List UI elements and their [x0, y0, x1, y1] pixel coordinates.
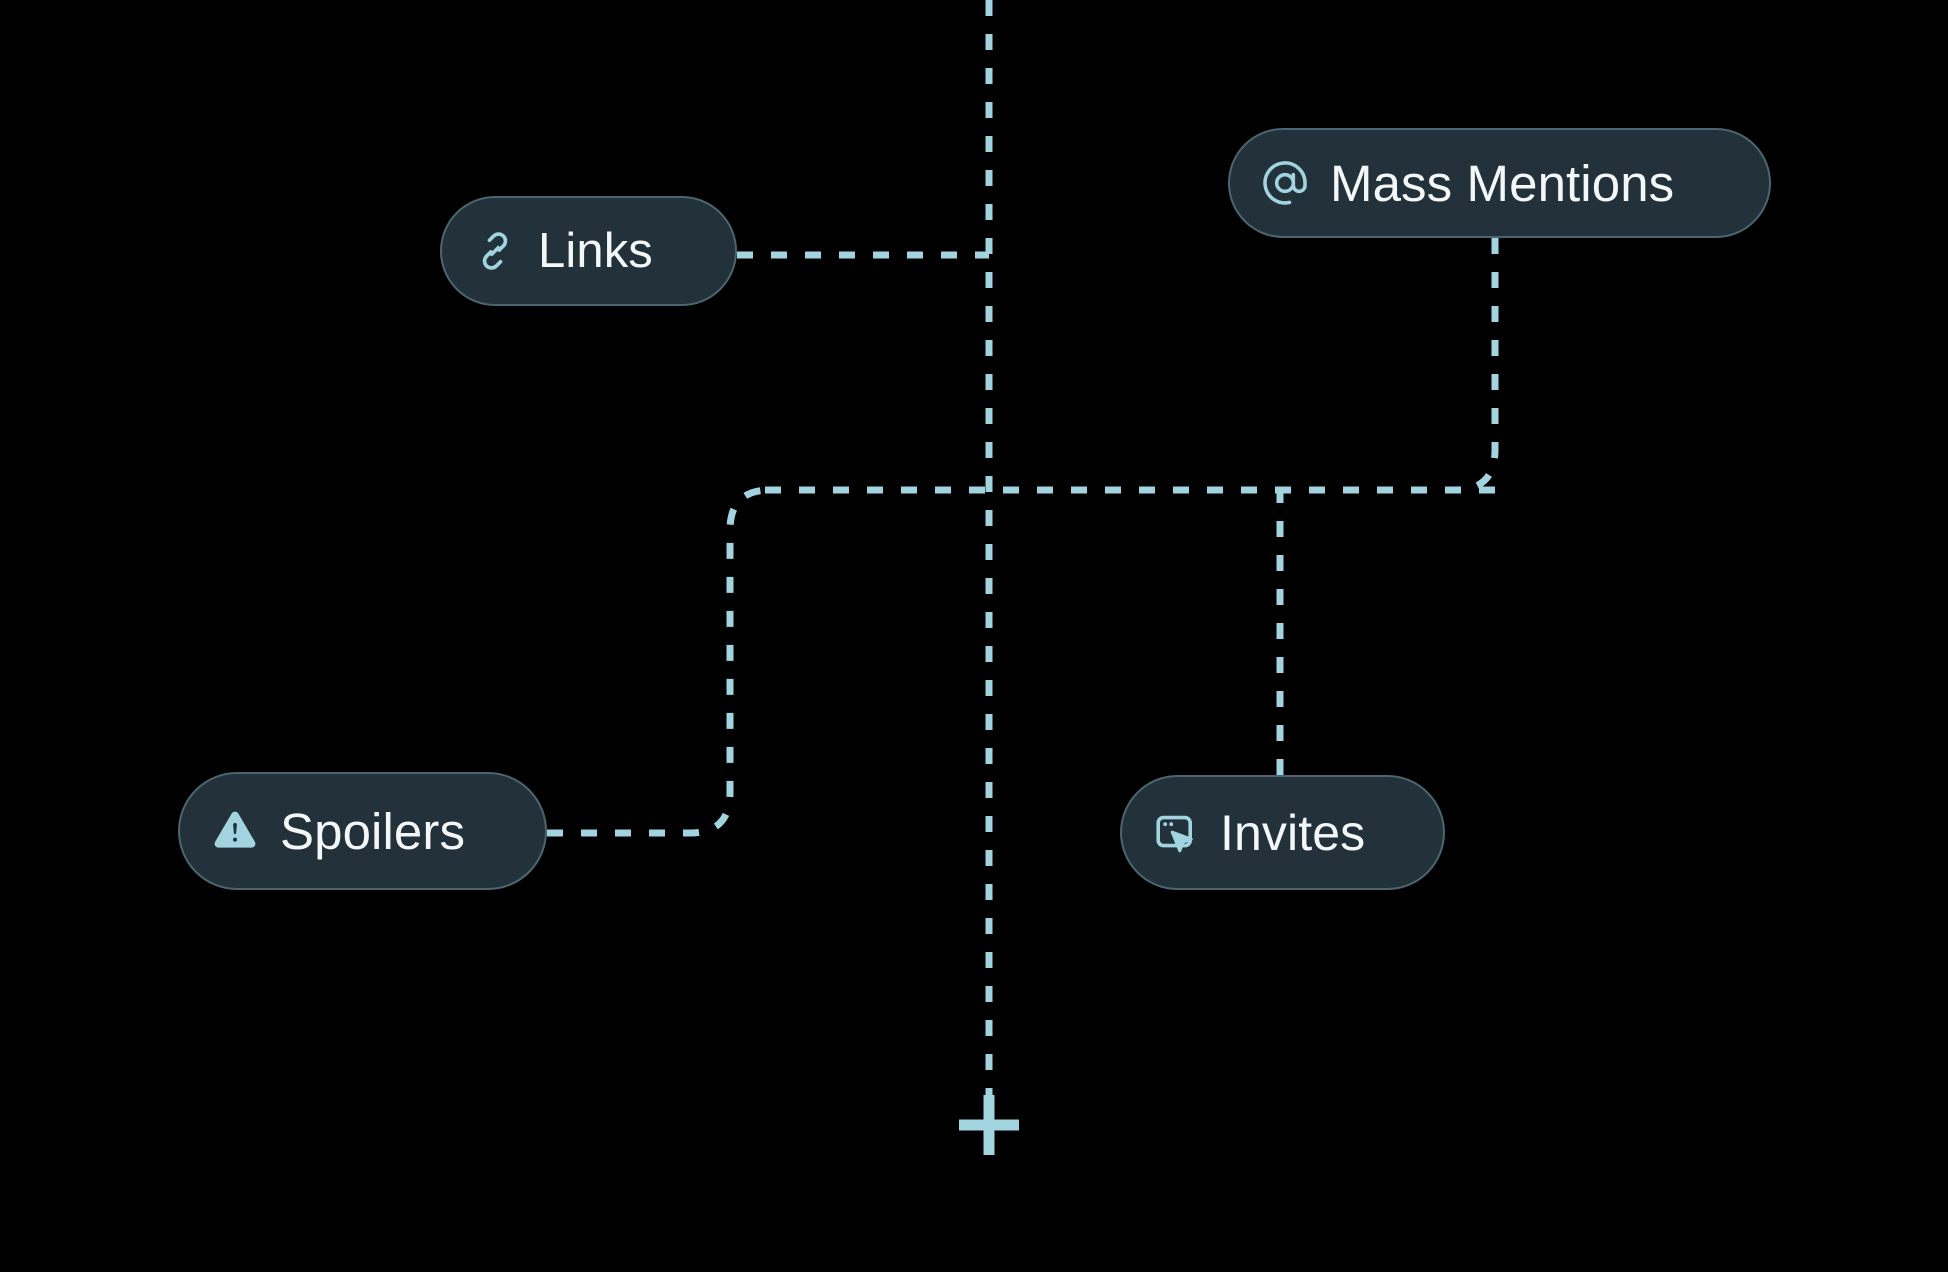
edge-spoilers	[547, 486, 771, 837]
node-label: Spoilers	[280, 802, 466, 860]
node-invites[interactable]: Invites	[1120, 775, 1445, 890]
node-mass-mentions[interactable]: Mass Mentions	[1228, 128, 1771, 238]
add-node-marker	[959, 1095, 1019, 1155]
edge-mass-mentions	[1454, 238, 1499, 494]
node-links[interactable]: Links	[440, 196, 737, 306]
link-chain-icon	[472, 228, 518, 274]
node-spoilers[interactable]: Spoilers	[178, 772, 547, 890]
window-cursor-icon	[1152, 809, 1200, 857]
node-label: Invites	[1220, 804, 1366, 861]
node-label: Mass Mentions	[1330, 154, 1675, 212]
warning-triangle-icon	[210, 806, 260, 856]
at-sign-icon	[1260, 158, 1310, 208]
node-label: Links	[538, 223, 653, 278]
